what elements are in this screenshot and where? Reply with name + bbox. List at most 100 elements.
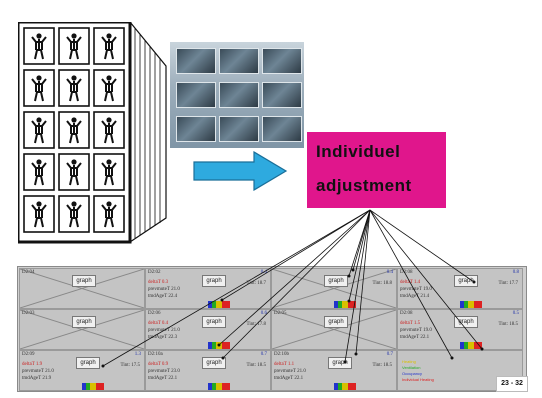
graph-button[interactable]: graph	[454, 275, 478, 287]
zone-name: D2:09	[22, 352, 35, 357]
prevmute-text: prevmuteT 19.0	[400, 328, 432, 333]
zone-name: D2:08	[400, 311, 413, 316]
person-icon	[66, 75, 82, 102]
zone-cell: D2:05 graph	[271, 309, 397, 350]
zone-cell: D2:08 0.8 graph deltaT 1.4 prevmuteT 19.0 tmd…	[397, 268, 523, 309]
person-icon	[101, 75, 117, 102]
zone-value: 1.3	[134, 352, 141, 357]
zone-name: D2:10b	[274, 352, 289, 357]
person-icon	[101, 117, 117, 144]
tint-text: Tint: 18.5	[498, 322, 518, 327]
zone-name: D2:04	[22, 270, 35, 275]
graph-button[interactable]: graph	[454, 316, 478, 328]
graph-button[interactable]: graph	[202, 357, 226, 369]
photo-window-pane	[219, 48, 259, 74]
zone-cell: D2:04 graph	[19, 268, 145, 309]
photo-window-pane	[176, 48, 216, 74]
zone-cell: D2:02 0.4 graph deltaT 0.3 prevmuteT 21.0 tmd…	[145, 268, 271, 309]
zone-value: 0.7	[260, 352, 267, 357]
status-bar	[208, 301, 230, 308]
tmdage-text: tmdAgeT 22.1	[274, 376, 304, 381]
delta-text: deltaT 0.4	[148, 321, 169, 326]
legend-item: Ventilation	[402, 365, 421, 370]
legend-item: Occupancy	[402, 371, 423, 376]
status-bar	[208, 383, 230, 390]
office-building-photo	[170, 42, 304, 148]
person-icon	[31, 117, 47, 144]
adjust-label-line1: Individuel	[316, 142, 401, 161]
tint-text: Tint: 18.5	[246, 363, 266, 368]
photo-window-pane	[219, 116, 259, 142]
graph-button[interactable]: graph	[202, 316, 226, 328]
tmdage-text: tmdAgeT 22.1	[148, 376, 178, 381]
zone-value: 0.7	[386, 352, 393, 357]
person-icon	[31, 159, 47, 186]
zone-name: D2:06	[148, 311, 161, 316]
legend-item: Individual Heating	[402, 377, 434, 382]
zone-value: 0.5	[512, 311, 519, 316]
tint-text: Tint: 18.7	[246, 281, 266, 286]
graph-button[interactable]: graph	[328, 357, 352, 369]
person-icon	[66, 201, 82, 228]
zone-name: D2:03	[22, 311, 35, 316]
photo-window-pane	[219, 82, 259, 108]
zone-name: D2:10a	[148, 352, 163, 357]
individual-adjustment-box: Individuel adjustment	[307, 132, 446, 208]
zone-value: 0.4	[386, 270, 393, 275]
delta-text: deltaT 0.9	[148, 362, 169, 367]
page-number: 23 - 32	[496, 376, 528, 392]
person-icon	[66, 33, 82, 60]
graph-button[interactable]: graph	[76, 357, 100, 369]
zone-cell: D2:10b 0.7 graph deltaT 1.1 prevmuteT 21.0 tm…	[271, 350, 397, 391]
delta-text: deltaT 1.1	[274, 362, 295, 367]
right-arrow-icon	[193, 150, 288, 192]
tint-text: Tint: 18.5	[372, 363, 392, 368]
person-icon	[31, 75, 47, 102]
photo-window-pane	[262, 116, 302, 142]
prevmute-text: prevmuteT 23.0	[148, 369, 180, 374]
zone-value: 0.4	[260, 270, 267, 275]
zone-control-panel: D2:04 graph D2:02 0.4 graph deltaT 0.3 prevmut…	[17, 266, 527, 392]
tmdage-text: tmdAgeT 22.4	[148, 294, 178, 299]
photo-window-pane	[176, 116, 216, 142]
graph-button[interactable]: graph	[72, 275, 96, 287]
graph-button[interactable]: graph	[202, 275, 226, 287]
tmdage-text: tmdAgeT 21.4	[400, 294, 430, 299]
person-icon	[31, 201, 47, 228]
photo-window-pane	[262, 82, 302, 108]
photo-window-pane	[262, 48, 302, 74]
prevmute-text: prevmuteT 21.0	[148, 328, 180, 333]
zone-name: D2:02	[148, 270, 161, 275]
prevmute-text: prevmuteT 21.0	[148, 287, 180, 292]
prevmute-text: prevmuteT 19.0	[400, 287, 432, 292]
prevmute-text: prevmuteT 21.0	[274, 369, 306, 374]
building-occupancy-illustration	[18, 22, 167, 244]
zone-name: D2:08	[400, 270, 413, 275]
graph-button[interactable]: graph	[72, 316, 96, 328]
zone-value: 0.6	[260, 311, 267, 316]
person-icon	[101, 33, 117, 60]
person-icon	[101, 159, 117, 186]
person-icon	[66, 117, 82, 144]
person-icon	[31, 33, 47, 60]
delta-text: deltaT 1.4	[400, 280, 421, 285]
graph-button[interactable]: graph	[324, 316, 348, 328]
zone-name: D2:05	[274, 311, 287, 316]
person-icon	[66, 159, 82, 186]
status-bar	[460, 342, 482, 349]
graph-button[interactable]: graph	[324, 275, 348, 287]
prevmute-text: prevmuteT 21.0	[22, 369, 54, 374]
delta-text: deltaT 0.3	[148, 280, 169, 285]
status-bar	[208, 342, 230, 349]
status-bar	[82, 383, 104, 390]
photo-window-pane	[176, 82, 216, 108]
zone-value: 0.8	[512, 270, 519, 275]
status-bar	[334, 301, 356, 308]
tmdage-text: tmdAgeT 21.9	[22, 376, 52, 381]
tmdage-text: tmdAgeT 22.1	[400, 335, 430, 340]
tmdage-text: tmdAgeT 22.3	[148, 335, 178, 340]
tint-text: Tint: 18.8	[372, 281, 392, 286]
adjust-label-line2: adjustment	[316, 176, 412, 195]
